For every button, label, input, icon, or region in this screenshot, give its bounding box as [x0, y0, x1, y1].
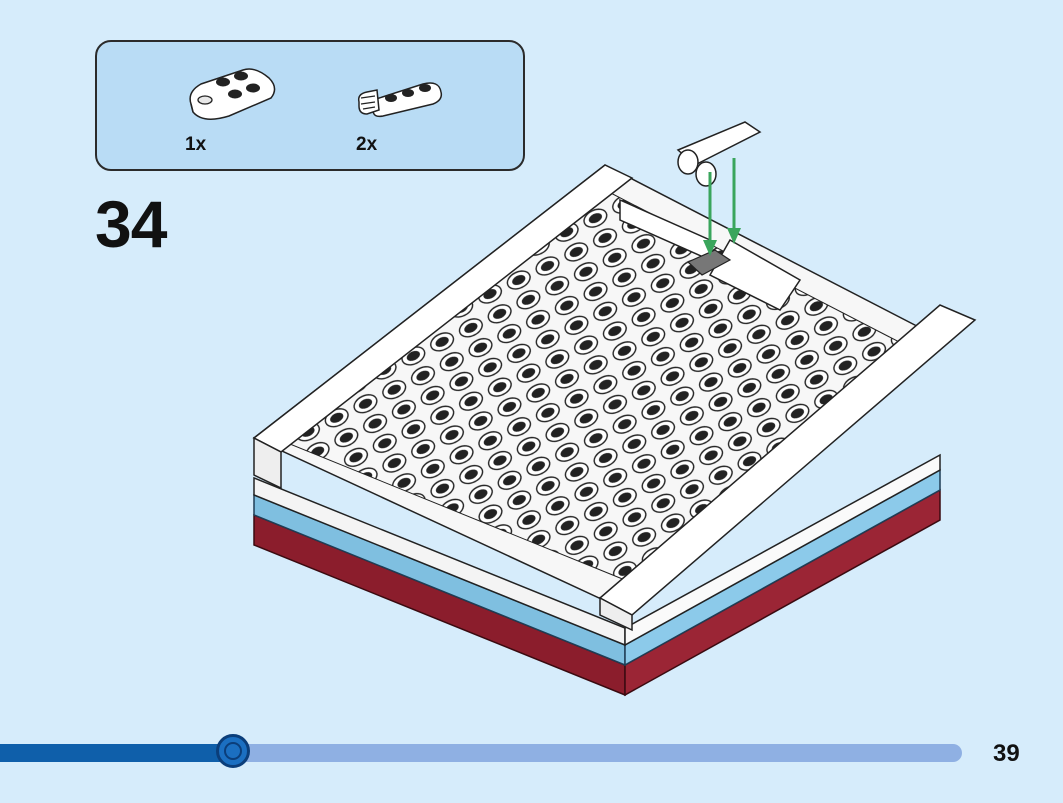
- progress-knob: [216, 734, 250, 768]
- plate-with-clip-icon: [353, 76, 449, 120]
- lego-base-assembly-illustration: [240, 110, 990, 705]
- parts-list-box: 1x 2x: [95, 40, 525, 171]
- step-number: 34: [95, 187, 167, 261]
- round-plate-with-studs-icon: [183, 64, 283, 124]
- page-number: 39: [993, 740, 1020, 767]
- part-quantity-1: 1x: [185, 134, 207, 155]
- part-quantity-2: 2x: [356, 134, 378, 155]
- progress-fill: [0, 744, 236, 762]
